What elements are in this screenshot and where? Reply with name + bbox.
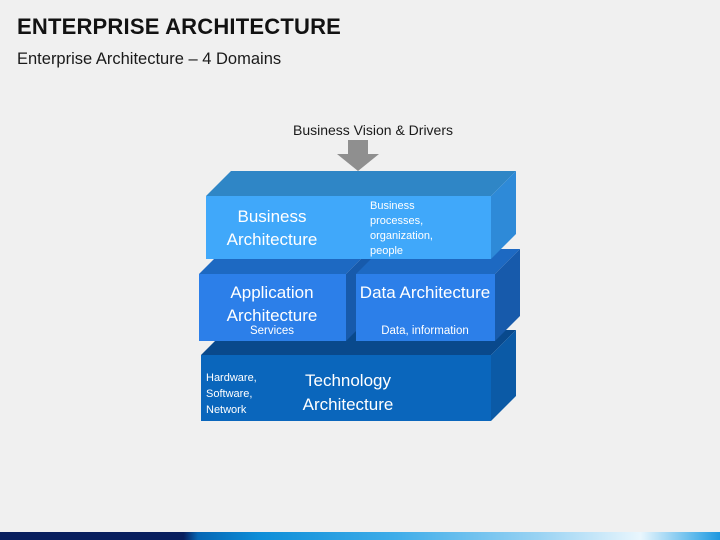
- arrow-label: Business Vision & Drivers: [292, 122, 454, 138]
- footer-accent-bar: [0, 532, 720, 540]
- page-subtitle: Enterprise Architecture – 4 Domains: [17, 50, 282, 68]
- business-block-detail: Business processes, organization, people: [370, 200, 433, 257]
- technology-block-title: Technology Architecture: [302, 371, 394, 414]
- application-block-front-face: [199, 274, 346, 341]
- business-block: [206, 171, 516, 259]
- business-block-side-face: [491, 171, 516, 259]
- data-block-front-face: [356, 274, 495, 341]
- business-block-top-face: [206, 171, 516, 196]
- data-block: [356, 249, 520, 341]
- data-block-detail: Data, information: [381, 325, 469, 337]
- technology-block-side-face: [491, 330, 516, 421]
- down-arrow-icon: [337, 140, 379, 171]
- data-block-side-face: [495, 249, 520, 341]
- application-block-detail: Services: [249, 325, 295, 337]
- page-title: ENTERPRISE ARCHITECTURE: [17, 14, 342, 39]
- technology-block: [201, 330, 516, 421]
- technology-block-detail: Hardware, Software, Network: [206, 372, 257, 416]
- business-block-title: Business Architecture: [226, 207, 318, 249]
- business-block-front-face: [206, 196, 491, 259]
- application-block-title: Application Architecture: [226, 283, 318, 325]
- data-block-title: Data Architecture: [359, 283, 491, 302]
- technology-block-front-face: [201, 355, 491, 421]
